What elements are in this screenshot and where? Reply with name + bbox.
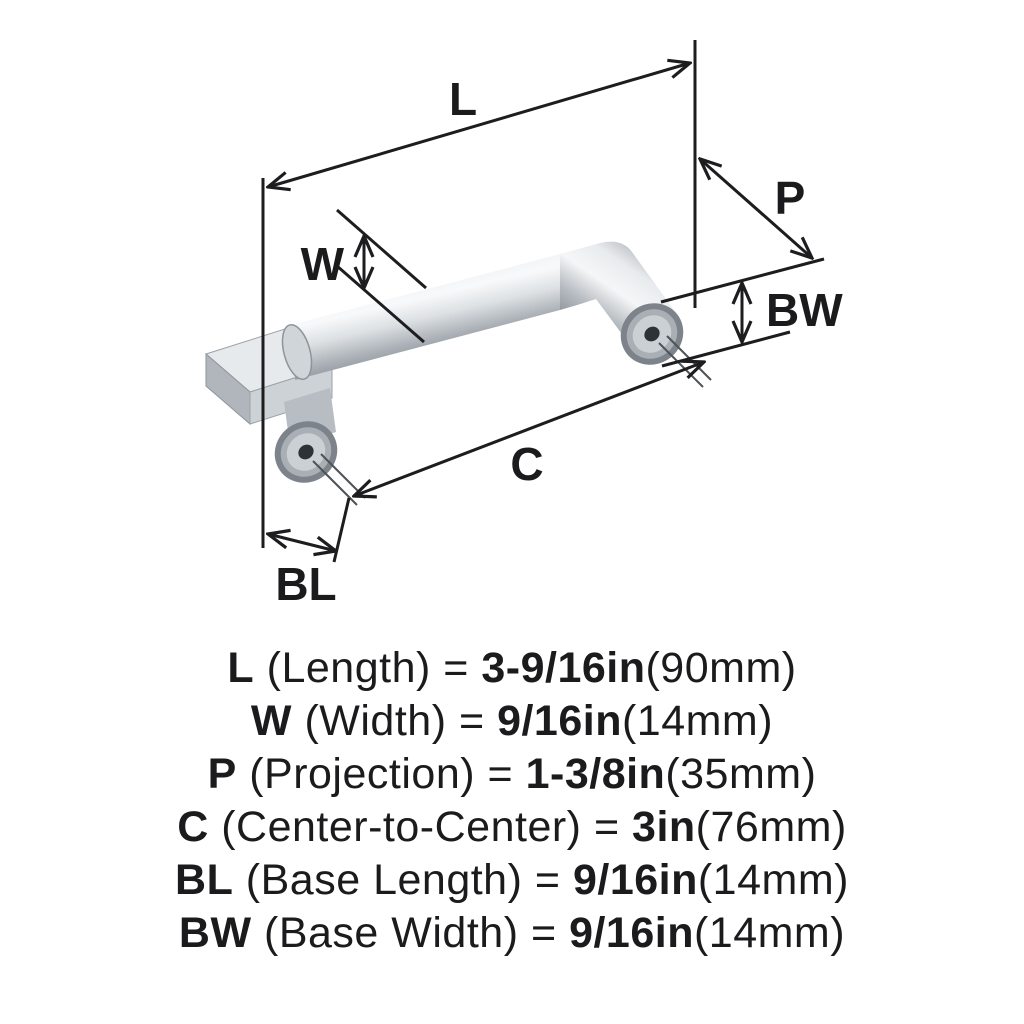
- extension-line-basewidth-top: [660, 257, 825, 304]
- dimension-line-baselength: [268, 534, 336, 551]
- left-screw-hole: [298, 444, 314, 460]
- handle-illustration: L W P BW C BL: [204, 40, 843, 610]
- label-width: W: [301, 238, 345, 290]
- dimension-line-center-to-center: [354, 362, 704, 496]
- legend-metric: (14mm): [621, 697, 774, 745]
- extension-lines: [261, 40, 825, 563]
- legend-equals: =: [593, 803, 620, 851]
- legend-abbr: W: [250, 697, 293, 745]
- left-mount-flange: [274, 421, 366, 506]
- legend-row-projection: P (Projection) = 1-3/8in(35mm): [0, 748, 1024, 801]
- legend-value: 9/16in: [497, 697, 622, 745]
- legend-desc: (Base Length): [245, 856, 523, 904]
- legend-row-width: W (Width) = 9/16in(14mm): [0, 695, 1024, 748]
- dimension-line-length: [268, 63, 690, 187]
- extension-line-width-bottom: [336, 264, 425, 344]
- legend-equals: =: [443, 644, 469, 692]
- legend-abbr: C: [177, 803, 209, 851]
- legend-equals: =: [534, 856, 561, 904]
- legend-abbr: L: [227, 644, 255, 692]
- legend-desc: (Width): [304, 697, 447, 745]
- legend-abbr: P: [207, 750, 237, 798]
- legend-value: 3in: [632, 803, 696, 851]
- legend-desc: (Projection): [249, 750, 476, 798]
- bar-cylinder: [295, 254, 560, 380]
- legend-desc: (Length): [266, 644, 431, 692]
- legend-abbr: BL: [175, 856, 234, 904]
- legend-value: 1-3/8in: [525, 750, 666, 798]
- legend-desc: (Center-to-Center): [221, 803, 582, 851]
- legend-value: 3-9/16in: [481, 644, 646, 692]
- label-baselength: BL: [275, 558, 336, 610]
- legend-equals: =: [458, 697, 485, 745]
- dimension-arrows: [268, 63, 812, 551]
- dimension-line-projection: [700, 159, 812, 258]
- bar-end-cap: [281, 323, 313, 381]
- left-screw-axis-line: [312, 460, 358, 506]
- label-basewidth: BW: [766, 284, 843, 336]
- legend-equals: =: [487, 750, 514, 798]
- legend-metric: (35mm): [665, 750, 817, 798]
- handle-bar: [281, 254, 560, 381]
- legend-metric: (14mm): [697, 856, 849, 904]
- label-center-to-center: C: [510, 438, 543, 490]
- legend-row-baselength: BL (Base Length) = 9/16in(14mm): [0, 854, 1024, 907]
- legend-value: 9/16in: [572, 856, 698, 904]
- legend-row-basewidth: BW (Base Width) = 9/16in(14mm): [0, 907, 1024, 960]
- legend-metric: (90mm): [645, 644, 797, 692]
- right-screw-hole: [644, 326, 660, 342]
- extension-line-width-top: [336, 208, 427, 290]
- figure-wrap: L W P BW C BL: [204, 40, 843, 610]
- label-projection: P: [775, 172, 806, 224]
- dimension-legend: L (Length) = 3-9/16in(90mm) W (Width) = …: [0, 642, 1024, 960]
- extension-line-baselength: [332, 497, 351, 563]
- legend-metric: (14mm): [693, 909, 846, 957]
- legend-row-length: L (Length) = 3-9/16in(90mm): [0, 642, 1024, 695]
- legend-metric: (76mm): [695, 803, 847, 851]
- label-length: L: [449, 73, 477, 125]
- legend-equals: =: [530, 909, 557, 957]
- legend-row-center-to-center: C (Center-to-Center) = 3in(76mm): [0, 801, 1024, 854]
- legend-value: 9/16in: [569, 909, 694, 957]
- legend-abbr: BW: [178, 909, 252, 957]
- legend-desc: (Base Width): [264, 909, 519, 957]
